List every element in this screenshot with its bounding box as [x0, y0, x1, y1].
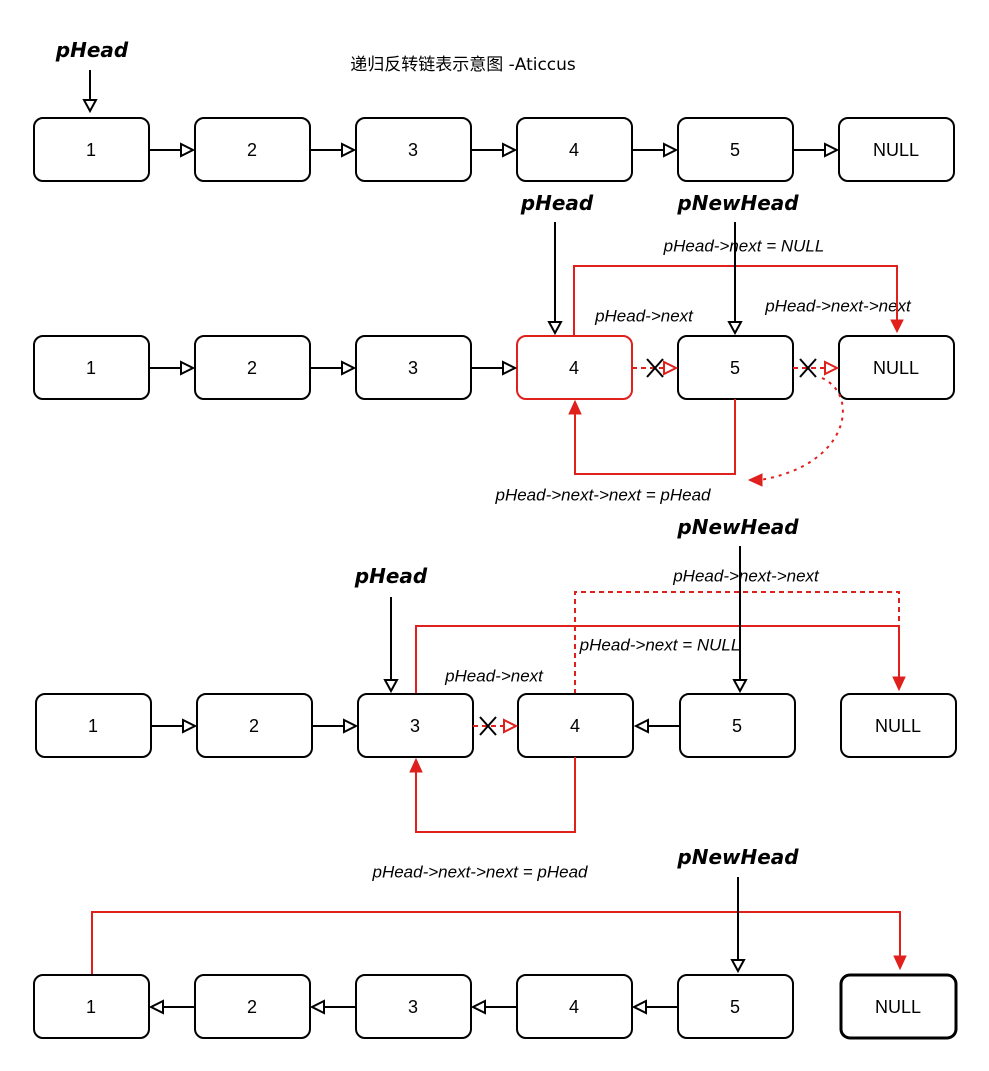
row2-pnewhead-label: pNewHead: [676, 191, 799, 215]
row1-node-4-value: 4: [569, 140, 579, 160]
row1-node-3-value: 3: [408, 140, 418, 160]
row4-node-3-value: 3: [408, 997, 418, 1017]
row1-node-2-value: 2: [247, 140, 257, 160]
row4-node-null-value: NULL: [875, 997, 921, 1017]
row-4: pNewHead 1 2 3 4 5 NULL: [33, 845, 958, 1040]
row4-pnewhead-arrowhead: [730, 959, 746, 974]
row1-links: [149, 142, 840, 158]
row3-red-to-null: [415, 625, 900, 694]
row4-node-5-value: 5: [730, 997, 740, 1017]
row3-phead-arrowhead: [383, 679, 399, 694]
row3-label-next-null: pHead->next = NULL: [579, 636, 741, 655]
row2-node-null-value: NULL: [873, 358, 919, 378]
row3-node-null: [840, 693, 957, 758]
row2-red-back-link-arrowhead: [568, 399, 582, 415]
row4-links: [148, 999, 678, 1015]
row3-node-5-value: 5: [732, 716, 742, 736]
row3-red-back-link: [415, 757, 576, 833]
row-2: pHead pNewHead pHead->next = NULL pHead-…: [33, 191, 955, 505]
row1-node-1-value: 1: [86, 140, 96, 160]
row2-node-3-value: 3: [408, 358, 418, 378]
row4-node-1: [33, 974, 150, 1039]
row3-label-next-next: pHead->next->next: [672, 567, 820, 586]
row3-cross-mark: [479, 716, 497, 736]
row2-red-dotted-arrowhead: [747, 473, 763, 487]
row1-phead-arrowhead: [82, 99, 98, 114]
row3-node-1-value: 1: [88, 716, 98, 736]
row3-pnewhead-arrowhead: [732, 679, 748, 694]
row3-label-assign: pHead->next->next = pHead: [371, 863, 588, 882]
row2-label-next-next: pHead->next->next: [764, 297, 912, 316]
row3-node-2-value: 2: [249, 716, 259, 736]
row-3: pNewHead pHead pHead->next->next pHead->…: [35, 515, 957, 882]
row2-phead-label: pHead: [520, 191, 594, 215]
row2-label-assign: pHead->next->next = pHead: [494, 486, 711, 505]
row4-node-null: [839, 973, 958, 1040]
row-1: pHead 1 2 3 4 5 NULL: [33, 38, 955, 182]
row2-red-back-link: [574, 399, 736, 475]
row3-red-to-null-arrowhead: [892, 676, 906, 692]
row3-node-3-value: 3: [410, 716, 420, 736]
row3-node-null-value: NULL: [875, 716, 921, 736]
row2-node-2-value: 2: [247, 358, 257, 378]
row2-node-1-value: 1: [86, 358, 96, 378]
row3-links: [151, 718, 680, 734]
row4-node-1-value: 1: [86, 997, 96, 1017]
row3-red-back-link-arrowhead: [409, 757, 423, 773]
row3-pnewhead-label: pNewHead: [676, 515, 799, 539]
row4-node-2-value: 2: [247, 997, 257, 1017]
row1-node-null-value: NULL: [873, 140, 919, 160]
row2-label-next: pHead->next: [594, 307, 694, 326]
row2-label-next-null: pHead->next = NULL: [663, 237, 825, 256]
row2-node-4-value: 4: [569, 358, 579, 378]
row1-node-null: [838, 117, 955, 182]
row1-node-5-value: 5: [730, 140, 740, 160]
row2-pnewhead-arrowhead: [727, 321, 743, 336]
row2-links: [149, 360, 840, 376]
diagram-title: 递归反转链表示意图 -Aticcus: [350, 55, 576, 75]
row3-phead-label: pHead: [354, 564, 428, 588]
row4-red-to-null-arrowhead: [893, 955, 907, 971]
row2-node-null: [838, 335, 955, 400]
row3-node-4-value: 4: [570, 716, 580, 736]
row1-phead-label: pHead: [55, 38, 129, 62]
row2-node-5-value: 5: [730, 358, 740, 378]
row3-label-next: pHead->next: [444, 667, 544, 686]
row4-red-to-null: [91, 911, 901, 975]
row2-red-to-null-arrowhead: [890, 319, 904, 334]
row4-node-4-value: 4: [569, 997, 579, 1017]
row4-pnewhead-label: pNewHead: [676, 845, 799, 869]
row2-phead-arrowhead: [547, 321, 563, 336]
row2-cross-marks: [646, 358, 817, 378]
